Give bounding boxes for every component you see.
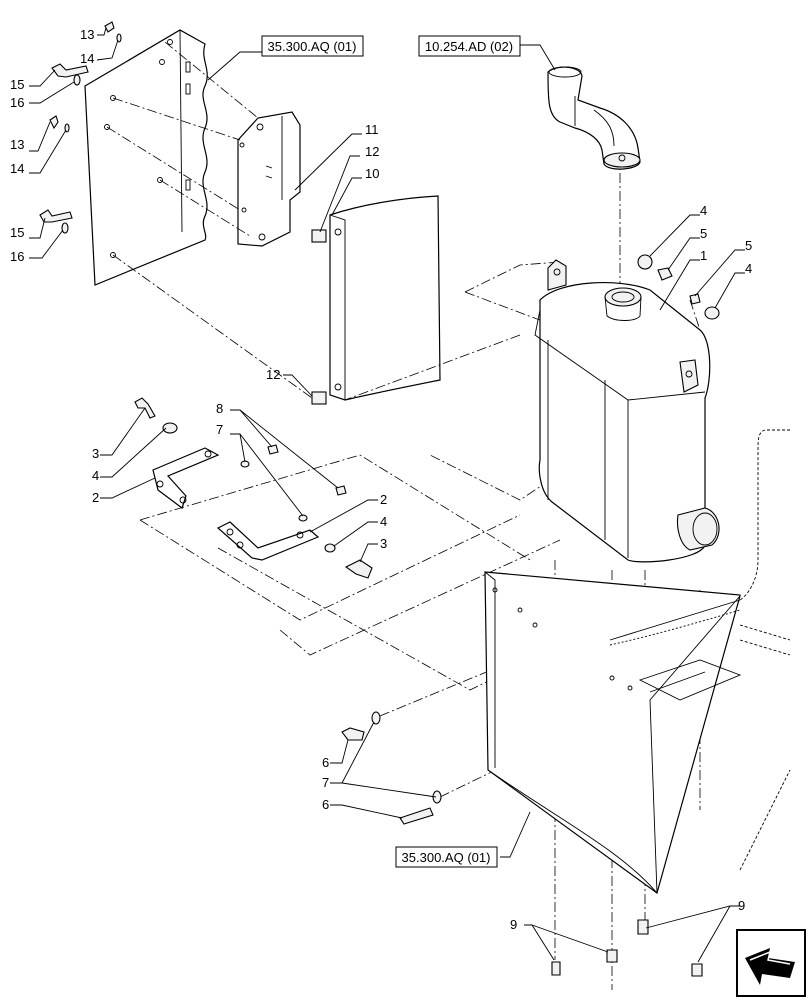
callout-5: 5: [745, 238, 752, 253]
callout-3: 3: [92, 446, 99, 461]
callout-16: 16: [10, 249, 24, 264]
callout-1: 1: [700, 248, 707, 263]
callout-2: 2: [92, 490, 99, 505]
callout-11: 11: [365, 122, 379, 137]
callout-5: 5: [700, 226, 707, 241]
heat-shield-10: [329, 195, 441, 401]
bracket-2-lower: [216, 521, 320, 561]
callout-13: 13: [10, 137, 24, 152]
bracket-11: [237, 111, 301, 247]
svg-text:35.300.AQ (01): 35.300.AQ (01): [402, 850, 491, 865]
frame-outline: [739, 429, 791, 871]
callout-9: 9: [510, 917, 517, 932]
clip-12-upper: [311, 229, 327, 243]
reference-bottom-panel[interactable]: 35.300.AQ (01): [395, 846, 498, 868]
callout-13: 13: [80, 27, 94, 42]
svg-text:10.254.AD (02): 10.254.AD (02): [425, 39, 513, 54]
callout-2: 2: [380, 492, 387, 507]
assembly-lines: [106, 41, 701, 990]
callout-7: 7: [216, 422, 223, 437]
callout-6: 6: [322, 797, 329, 812]
callout-10: 10: [365, 166, 379, 181]
exhaust-pipe: [547, 66, 641, 170]
callout-4: 4: [380, 514, 387, 529]
callout-16: 16: [10, 95, 24, 110]
leader-lines: [29, 27, 745, 963]
callout-14: 14: [10, 161, 24, 176]
bracket-2-upper: [152, 447, 220, 509]
clip-12-lower: [311, 391, 327, 405]
callout-7: 7: [322, 775, 329, 790]
callout-12: 12: [266, 367, 280, 382]
callout-9: 9: [738, 898, 745, 913]
top-mounting-plate: [84, 29, 208, 286]
callout-15: 15: [10, 225, 24, 240]
callout-15: 15: [10, 77, 24, 92]
callout-8: 8: [216, 401, 223, 416]
callout-12: 12: [365, 144, 379, 159]
svg-text:35.300.AQ (01): 35.300.AQ (01): [268, 39, 357, 54]
reference-top-panel[interactable]: 35.300.AQ (01): [261, 35, 364, 57]
callout-4: 4: [745, 261, 752, 276]
lower-panel: [484, 571, 742, 894]
muffler-1: [534, 259, 720, 563]
callout-6: 6: [322, 755, 329, 770]
callout-4: 4: [92, 468, 99, 483]
callout-14: 14: [80, 51, 94, 66]
callout-4: 4: [700, 203, 707, 218]
reference-pipe[interactable]: 10.254.AD (02): [418, 35, 521, 57]
callout-numbers: 13 14 15 16 13 14 15 16 11 12 10 12 4 5 …: [10, 27, 752, 932]
callout-3: 3: [380, 536, 387, 551]
arrow-icon[interactable]: [736, 929, 806, 997]
